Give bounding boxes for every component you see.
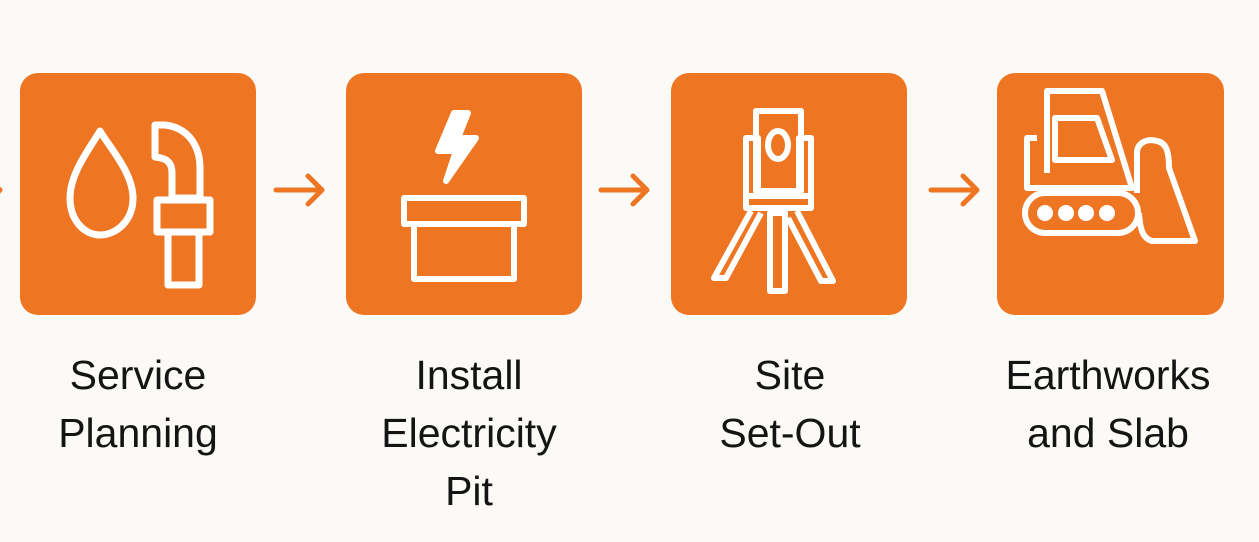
arrow-right-icon <box>0 186 3 194</box>
arrow-right-icon <box>273 173 325 207</box>
arrow-right-icon <box>928 173 980 207</box>
label-line: Set-Out <box>719 410 861 456</box>
label-line: Electricity <box>381 410 557 456</box>
step-label-install-electricity-pit: Install Electricity Pit <box>319 346 619 520</box>
step-service-planning <box>20 73 256 315</box>
label-line: Service <box>69 352 207 398</box>
step-label-earthworks-and-slab: Earthworks and Slab <box>958 346 1258 462</box>
electricity-pit-icon <box>401 110 527 282</box>
step-earthworks-and-slab <box>997 73 1224 315</box>
step-label-site-set-out: Site Set-Out <box>640 346 940 462</box>
bulldozer-icon <box>1022 88 1198 244</box>
step-site-set-out <box>671 73 907 315</box>
water-drop-and-pipe-icon <box>66 121 214 289</box>
label-line: Install <box>415 352 523 398</box>
label-line: Earthworks <box>1005 352 1211 398</box>
label-line: Site <box>754 352 826 398</box>
surveying-tripod-icon <box>711 108 836 294</box>
label-line: and Slab <box>1027 410 1189 456</box>
label-line: Pit <box>445 468 493 514</box>
step-label-service-planning: Service Planning <box>0 346 288 462</box>
arrow-right-icon <box>598 173 650 207</box>
label-line: Planning <box>58 410 218 456</box>
step-install-electricity-pit <box>346 73 582 315</box>
